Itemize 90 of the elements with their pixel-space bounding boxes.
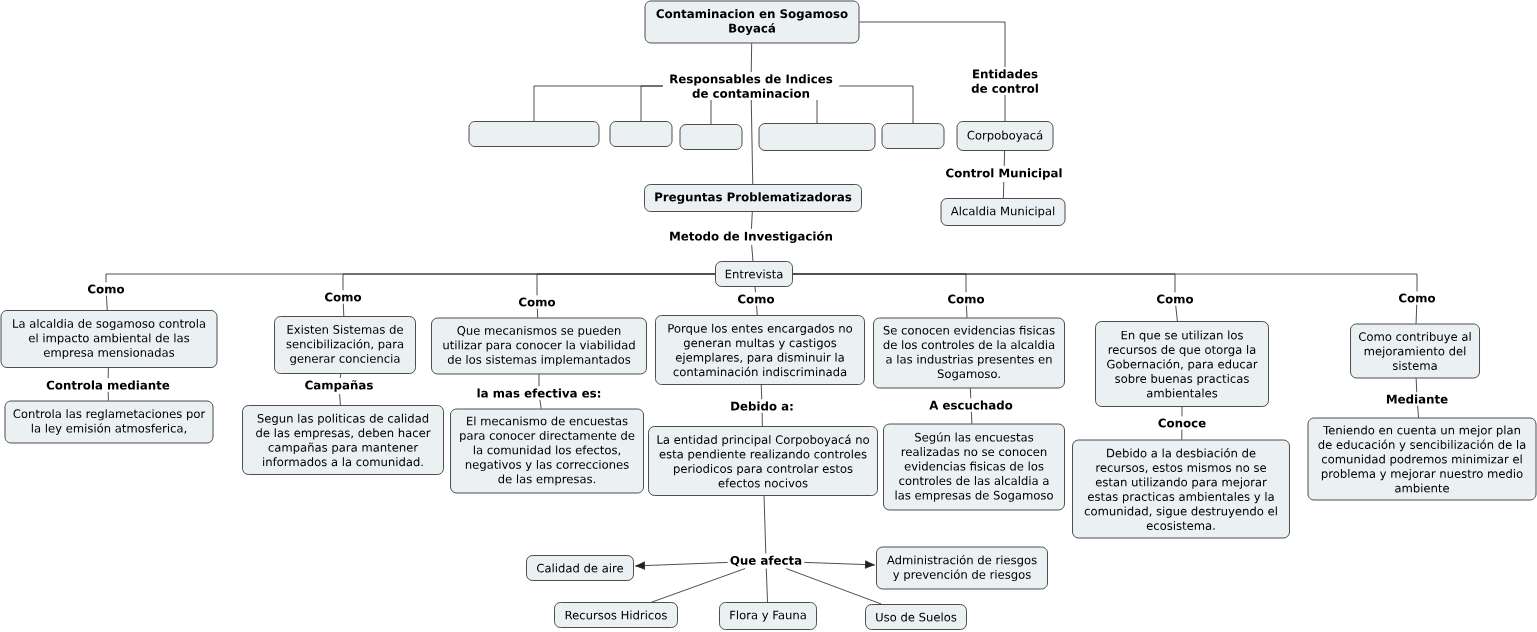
empty-box [609,121,673,147]
connector-line [1003,150,1005,167]
concept-box: El mecanismo de encuestas para conocer directamente de la comunidad los efectos, negativos y las correcciones de las empresas. [450,408,644,494]
connector-line [640,85,664,122]
connector-line [106,295,108,311]
linking-phrase: Responsables de Indices de contaminacion [670,74,833,98]
connector-line [536,308,539,318]
linking-phrase: Como [1399,293,1436,303]
linking-phrase: Como [519,297,556,307]
connector-line [751,211,753,230]
concept-box: Que mecanismos se pueden utilizar para conocer la viabilidad de los sistemas implemantados [431,317,647,375]
connector-line [339,393,341,406]
concept-box: Debido a la desbiación de recursos, estos mismos no se estan utilizando para mejorar estas practicas ambientales y la comunidad, sigue destruyendo el ecosistema. [1072,439,1290,539]
linking-phrase: Como [88,284,125,294]
connector-line [966,305,968,318]
connector-line [538,374,540,387]
linking-phrase: Conoce [1158,418,1206,428]
concept-box: Según las encuestas realizadas no se conocen evidencias fisicas de los controles de las alcaldia a las empresas de Sogamoso [883,423,1065,511]
linking-phrase: A escuchado [929,400,1013,410]
concept-box: Se conocen evidencias fisicas de los controles de la alcaldia a las industrias presentes en Sogamoso. [873,317,1065,389]
connector-line [539,399,542,409]
concept-box: Administración de riesgos y prevención de riesgos [876,546,1048,590]
concept-box: La alcaldia de sogamoso controla el impacto ambiental de las empresa mensionadas [0,310,218,368]
linking-phrase: Metodo de Investigación [670,231,832,243]
concept-box: Flora y Fauna [719,602,817,630]
concept-box: Corpoboyacá [956,121,1054,151]
connector-line [838,85,914,124]
linking-phrase: Como [738,294,775,304]
connector-line [1417,405,1419,418]
connector-line [785,568,882,605]
concept-box: Preguntas Problematizadoras [644,184,862,212]
concept-box: Porque los entes encargados no generan multas y castigos ejemplares, para disminuir la contaminación indiscriminada [655,315,865,385]
connector-line [761,412,763,427]
linking-phrase: Mediante [1387,394,1448,404]
concept-box: En que se utilizan los recursos de que otorga la Gobernación, para educar sobre buenas practicas ambientales [1095,321,1269,407]
connector-line [751,244,754,262]
linking-phrase: Controla mediante [46,380,170,390]
connector-line [651,568,746,603]
connector-line [765,568,768,603]
connector-line [750,43,753,73]
connector-line [1004,94,1006,122]
linking-phrase: Debido a: [731,401,793,411]
empty-box [679,124,743,150]
linking-phrase: Campañas [305,380,373,392]
linking-phrase: Como [325,292,362,302]
arrow [635,561,729,570]
concept-box: Controla las reglametaciones por la ley emisión atmosferica, [4,400,214,444]
connector-line [1181,429,1183,440]
concept-box: Segun las politicas de calidad de las empresas, deben hacer campañas para mantener informados a la comunidad. [242,405,444,475]
concept-box: La entidad principal Corpoboyacá no esta pendiente realizando controles periodicos para controlar estos efectos nocivos [648,426,878,496]
concept-box: Uso de Suelos [865,604,967,630]
connector-line [1181,406,1183,417]
connector-line [754,286,756,293]
connector-line [970,411,973,424]
connector-line [792,273,1418,292]
connector-line [1003,181,1005,199]
concept-box: Alcaldia Municipal [940,198,1066,226]
concept-box: Teniendo en cuenta un mejor plan de educación y sencibilización de la comunidad podremos minimizar el problema y mejorar nuestro medio ambiente [1307,417,1537,501]
connector-line [536,273,716,296]
linking-phrase: Que afecta [730,555,802,567]
connector-line [710,99,712,125]
connector-line [859,21,1006,68]
linking-phrase: Entidades de control [971,69,1038,93]
arrow [803,560,875,569]
connector-line [816,99,818,124]
linking-phrase: Como [948,294,985,304]
connector-line [1415,304,1418,324]
empty-box [468,121,600,147]
linking-phrase: la mas efectiva es: [477,388,601,398]
concept-box: Como contribuye al mejoramiento del sistema [1350,323,1480,379]
connector-line [763,495,767,554]
connector-line [339,373,342,379]
concept-box: Existen Sistemas de sencibilización, para generar conciencia [274,316,416,374]
connector-line [107,391,109,401]
connector-line [756,305,758,316]
connector-line [969,388,972,399]
connector-line [1415,378,1418,393]
connector-line [1175,305,1178,322]
connector-line [342,303,345,317]
concept-box: Calidad de aire [526,555,634,581]
connector-line [107,367,109,379]
connector-line [760,384,763,400]
concept-box: Recursos Hidricos [554,602,678,628]
connector-line [750,99,754,185]
concept-box: Entrevista [715,261,793,287]
linking-phrase: Control Municipal [946,168,1062,180]
linking-phrase: Como [1157,294,1194,304]
concept-box: Contaminacion en Sogamoso Boyacá [644,0,860,44]
empty-box [758,123,876,151]
empty-box [881,123,945,149]
